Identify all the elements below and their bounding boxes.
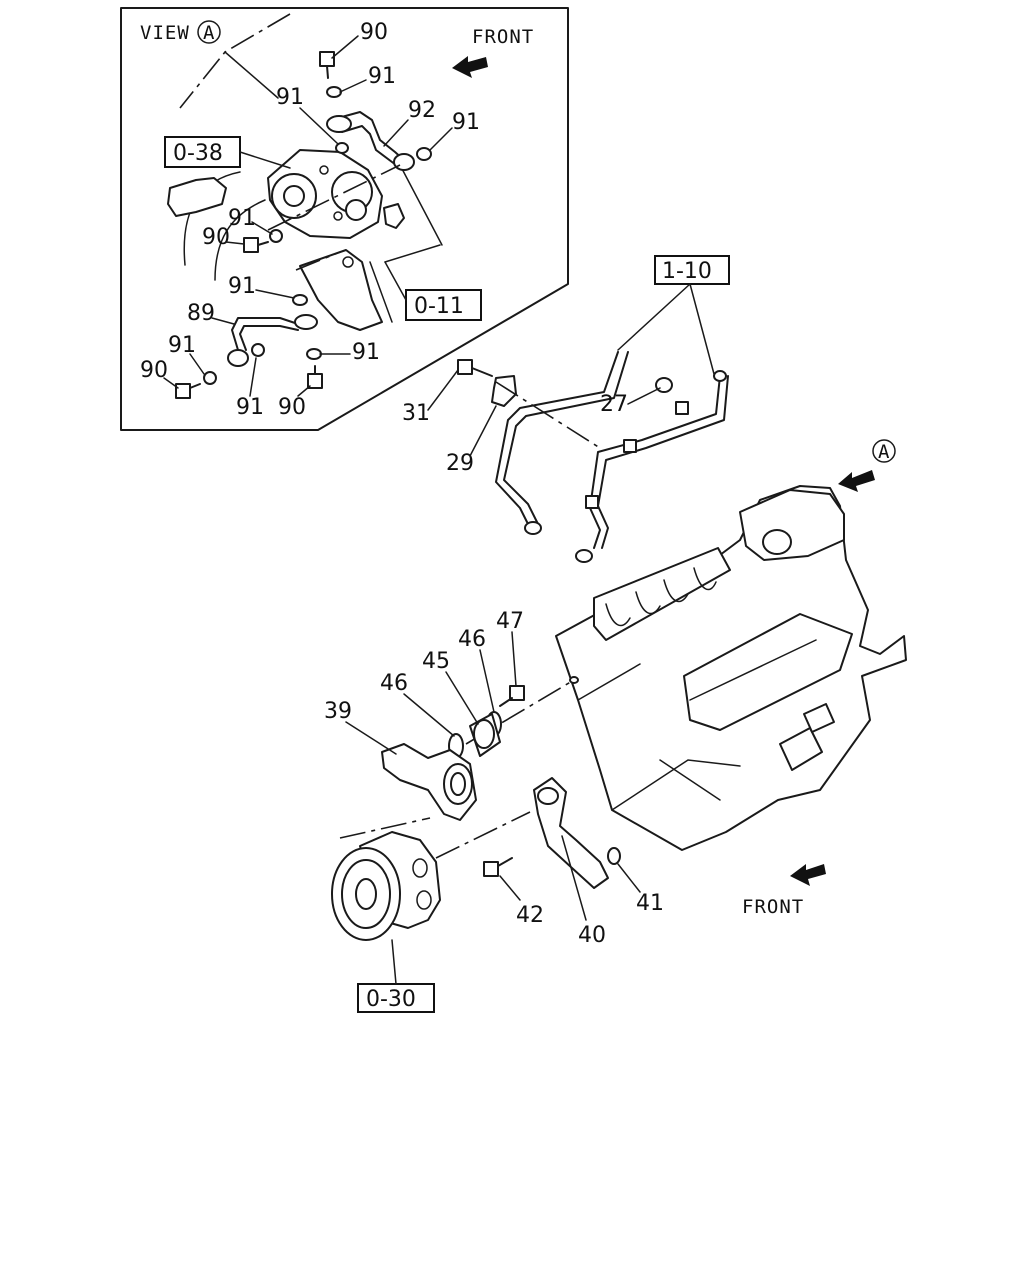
- pump-bracket: [299, 249, 383, 331]
- bolt-42: [483, 857, 513, 877]
- callout-91: 91: [352, 340, 380, 365]
- inset-view-label: VIEW: [140, 22, 190, 44]
- front-label: FRONT: [742, 896, 804, 918]
- view-marker-label: A: [878, 441, 890, 463]
- callout-91: 91: [168, 333, 196, 358]
- gear-case-edge: [384, 244, 441, 263]
- callout-91: 91: [228, 206, 256, 231]
- washer-91: [416, 147, 432, 161]
- bolt-90: [175, 383, 201, 399]
- pipe-89: [231, 317, 299, 351]
- o-ring-41: [607, 847, 621, 865]
- ref-box-0-11-label: 0-11: [414, 294, 464, 319]
- callout-39: 39: [324, 699, 352, 724]
- callout-27: 27: [600, 392, 628, 417]
- gear-case-edge: [399, 164, 443, 246]
- callout-90: 90: [278, 395, 306, 420]
- pipe-assembly-1-10: [495, 351, 729, 563]
- assembly-line: [495, 381, 601, 449]
- callout-92: 92: [408, 98, 436, 123]
- engine-block: [555, 485, 907, 851]
- ref-box-0-38-label: 0-38: [173, 141, 223, 166]
- callout-42: 42: [516, 903, 544, 928]
- callout-40: 40: [578, 923, 606, 948]
- power-steering-pump: [267, 149, 405, 239]
- callout-91: 91: [368, 64, 396, 89]
- bolt-90: [319, 51, 335, 79]
- callout-89: 89: [187, 301, 215, 326]
- water-pipe-40: [533, 777, 609, 889]
- washer-91: [251, 343, 265, 357]
- callout-91: 91: [236, 395, 264, 420]
- callout-46: 46: [458, 627, 486, 652]
- assembly-line: [435, 811, 531, 859]
- washer-91: [269, 229, 283, 243]
- callout-91: 91: [452, 110, 480, 135]
- inset-front-arrow-icon: [452, 56, 488, 78]
- bolt-90: [307, 365, 323, 389]
- flywheel-housing-outline: [214, 199, 266, 281]
- assembly-line: [339, 817, 431, 839]
- callout-91: 91: [228, 274, 256, 299]
- inset-view-panel: VIEW A FRONT: [120, 7, 569, 431]
- bolt-47: [499, 685, 525, 707]
- callout-29: 29: [446, 451, 474, 476]
- ref-box-1-10: [654, 255, 730, 285]
- inset-view-marker: A: [203, 22, 215, 44]
- ref-box-0-30-label: 0-30: [366, 987, 416, 1012]
- bolt-90: [243, 237, 269, 253]
- view-marker-circle: [872, 439, 896, 463]
- assembly-line: [267, 164, 401, 231]
- callout-31: 31: [402, 401, 430, 426]
- inset-leader: [224, 51, 279, 99]
- ref-box-1-10-label: 1-10: [662, 259, 712, 284]
- callout-45: 45: [422, 649, 450, 674]
- inset-frame: [120, 7, 569, 431]
- callout-91: 91: [276, 85, 304, 110]
- gear-case-edge: [369, 261, 393, 323]
- washer-91: [306, 348, 322, 360]
- callout-41: 41: [636, 891, 664, 916]
- nut-27: [655, 377, 673, 393]
- washer-91: [203, 371, 217, 385]
- bolt-31: [457, 359, 493, 377]
- washer-91: [335, 142, 349, 154]
- ref-box-0-11: [405, 289, 482, 321]
- pipe-92: [337, 111, 405, 161]
- ref-box-0-30: [357, 983, 435, 1013]
- callout-90: 90: [140, 358, 168, 383]
- inset-view-marker-circle: [197, 20, 221, 44]
- thermostat-housing-39: [381, 743, 477, 821]
- inset-front-label: FRONT: [472, 26, 534, 48]
- callout-90: 90: [202, 225, 230, 250]
- callout-46: 46: [380, 671, 408, 696]
- front-arrow-icon: [790, 864, 826, 886]
- callout-47: 47: [496, 609, 524, 634]
- assembly-line: [295, 251, 341, 271]
- view-arrow-icon: [838, 470, 875, 492]
- callout-90: 90: [360, 20, 388, 45]
- hand-bracket-shape: [167, 177, 227, 217]
- washer-91: [326, 86, 342, 98]
- washer-91: [292, 294, 308, 306]
- clip-29: [491, 375, 517, 407]
- water-pump: [331, 831, 441, 941]
